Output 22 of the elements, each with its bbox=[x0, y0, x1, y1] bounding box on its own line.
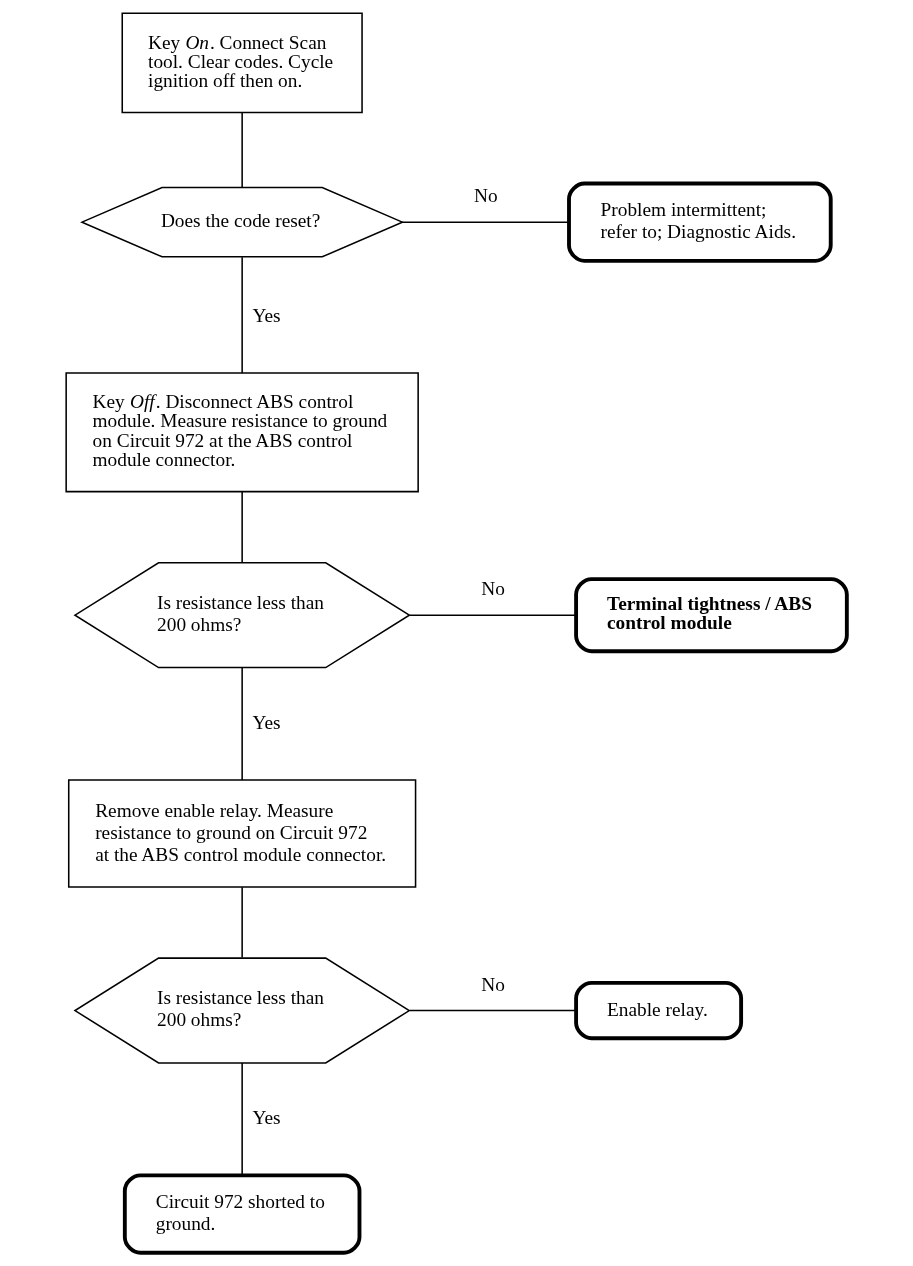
connector bbox=[241, 666, 243, 781]
connector bbox=[408, 1009, 577, 1012]
edge-label: No bbox=[473, 185, 498, 207]
edge-label: Yes bbox=[252, 1107, 281, 1129]
node-box: Key Off. Disconnect ABS control module. Measure resistance to ground on Circuit 972 at the ABS control module connector. bbox=[65, 372, 419, 493]
connector bbox=[241, 112, 243, 188]
edge-label: Yes bbox=[252, 712, 281, 734]
node-box: Remove enable relay. Measure resistance to ground on Circuit 972 at the ABS control module connector. bbox=[67, 779, 417, 888]
edge-label: Yes bbox=[252, 305, 281, 327]
edge-label: No bbox=[481, 578, 505, 600]
node-box: Key On. Connect Scan tool. Clear codes. Cycle ignition off then on. bbox=[121, 12, 363, 114]
node-box: Terminal tightness / ABS control module bbox=[574, 577, 849, 654]
connector bbox=[241, 256, 243, 374]
node-box: Enable relay. bbox=[574, 980, 744, 1041]
connector bbox=[408, 614, 577, 616]
connector bbox=[241, 1062, 243, 1176]
node-box: Problem intermittent; refer to; Diagnostic Aids. bbox=[567, 181, 833, 263]
connector bbox=[401, 221, 570, 223]
connector bbox=[241, 490, 243, 564]
edge-label: No bbox=[481, 973, 505, 995]
connector bbox=[241, 886, 243, 959]
node-box: Circuit 972 shorted to ground. bbox=[122, 1173, 362, 1255]
